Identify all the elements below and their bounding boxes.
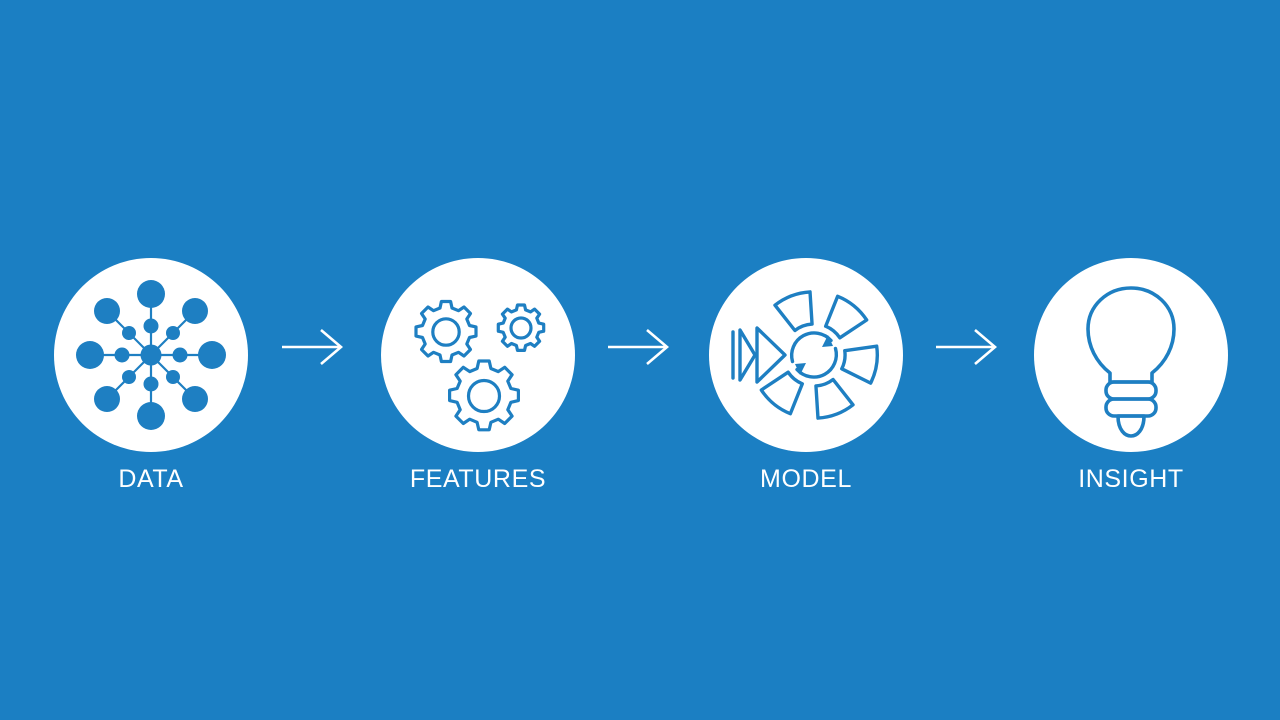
gears-icon <box>414 299 546 432</box>
stage-data[interactable]: DATA <box>54 258 250 498</box>
stage-features-circle <box>381 258 575 452</box>
stage-insight[interactable]: INSIGHT <box>1034 258 1230 498</box>
arrow-right-icon <box>608 329 670 365</box>
stage-features[interactable]: FEATURES <box>381 258 577 498</box>
stage-model[interactable]: MODEL <box>709 258 905 498</box>
stage-model-label: MODEL <box>760 465 852 493</box>
arrow-model-to-insight <box>932 325 1004 369</box>
stage-insight-label: INSIGHT <box>1078 465 1184 493</box>
stage-features-label: FEATURES <box>409 465 547 493</box>
arrow-features-to-model <box>604 325 676 369</box>
stage-data-label: DATA <box>118 465 184 493</box>
arrow-right-icon <box>936 329 998 365</box>
network-nodes-icon <box>76 280 226 430</box>
model-process-icon <box>731 290 879 420</box>
arrow-data-to-features <box>278 325 350 369</box>
stage-insight-circle <box>1034 258 1228 452</box>
lightbulb-icon <box>1086 286 1176 438</box>
arrow-right-icon <box>282 329 344 365</box>
